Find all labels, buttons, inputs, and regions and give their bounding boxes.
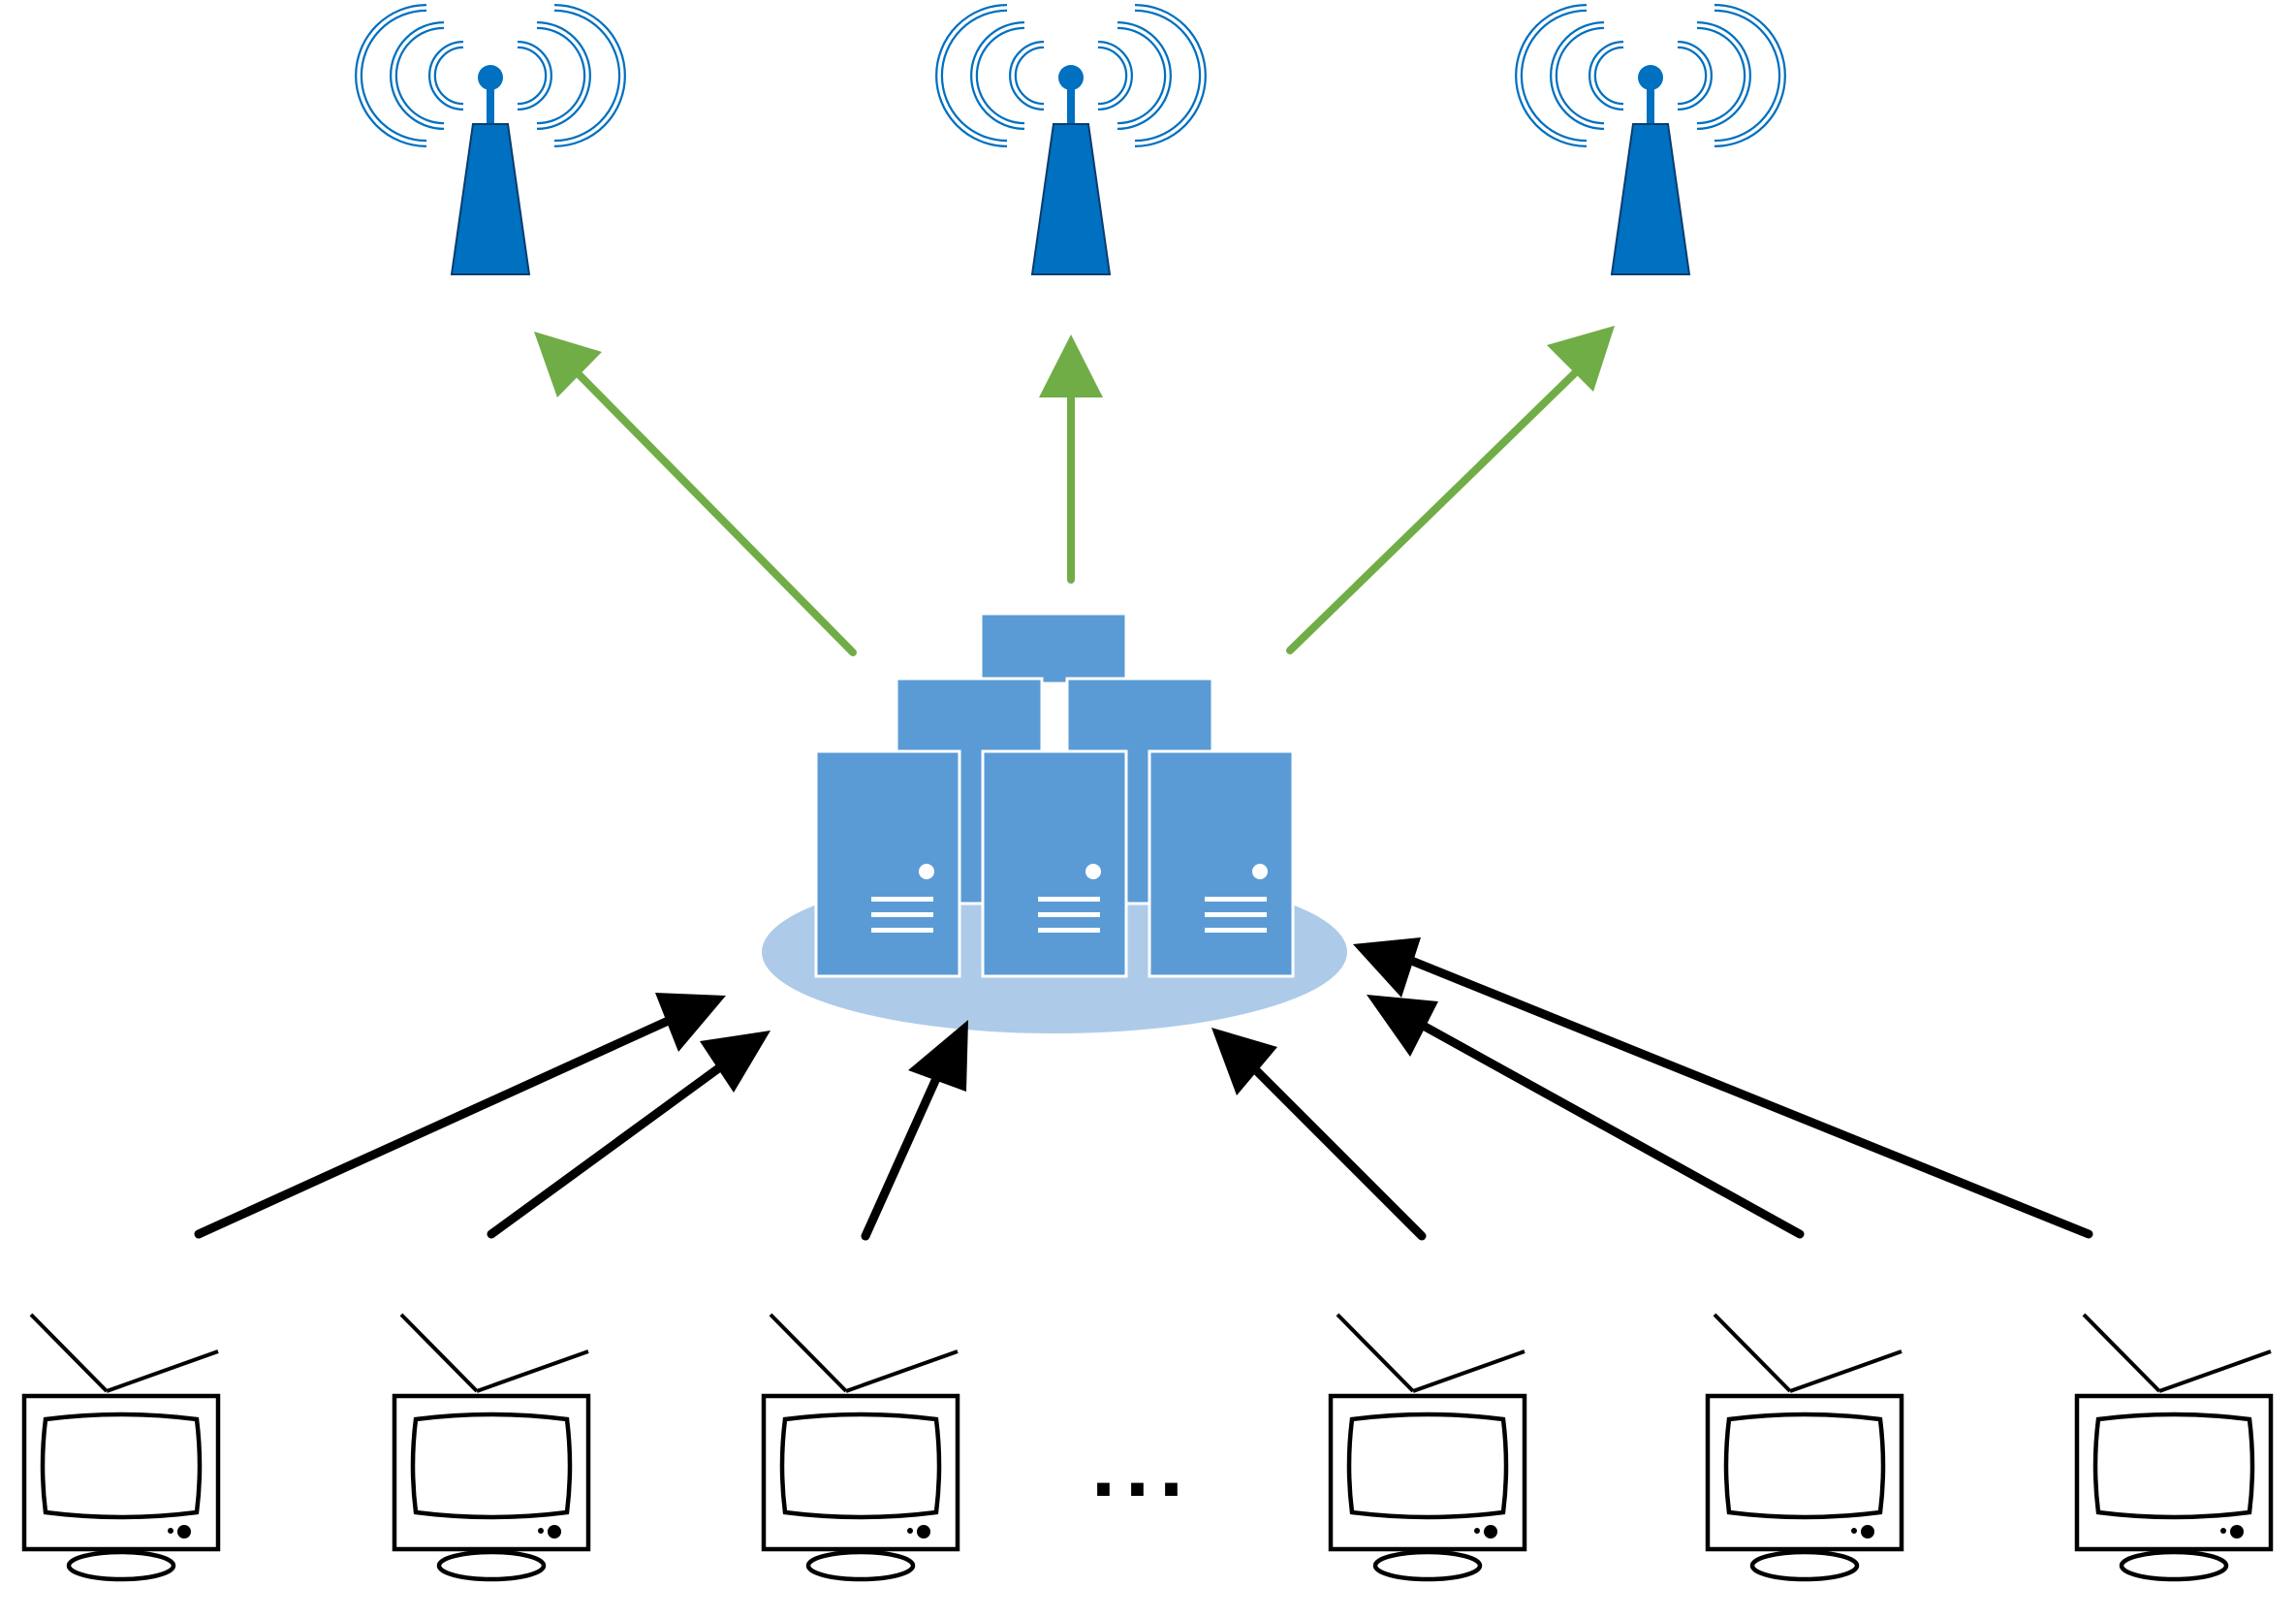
arrow-from-terminal-3 [861, 1020, 968, 1241]
arrow-from-terminal-2 [487, 1031, 771, 1239]
tv-terminal-icon [764, 1315, 958, 1579]
tv-terminal-icon [394, 1315, 588, 1579]
arrow-to-tower-center [1039, 334, 1103, 584]
arrow-from-terminal-5 [1367, 995, 1805, 1239]
arrow-to-tower-right [1286, 326, 1615, 654]
wireless-tower-icon [1519, 8, 1782, 274]
tv-terminal-icon [24, 1315, 218, 1579]
arrow-from-terminal-4 [1211, 1028, 1427, 1241]
arrow-from-terminal-6 [1353, 937, 2093, 1239]
server-cluster-icon [762, 612, 1347, 1033]
wireless-tower-icon [359, 8, 622, 274]
arrow-from-terminal-1 [194, 993, 726, 1239]
arrow-to-tower-left [534, 332, 857, 656]
ellipsis-text: ... [1091, 1418, 1193, 1515]
wireless-tower-icon [939, 8, 1203, 274]
tv-terminal-icon [1331, 1315, 1525, 1579]
tv-terminal-icon [2077, 1315, 2271, 1579]
tv-terminal-icon [1708, 1315, 1902, 1579]
